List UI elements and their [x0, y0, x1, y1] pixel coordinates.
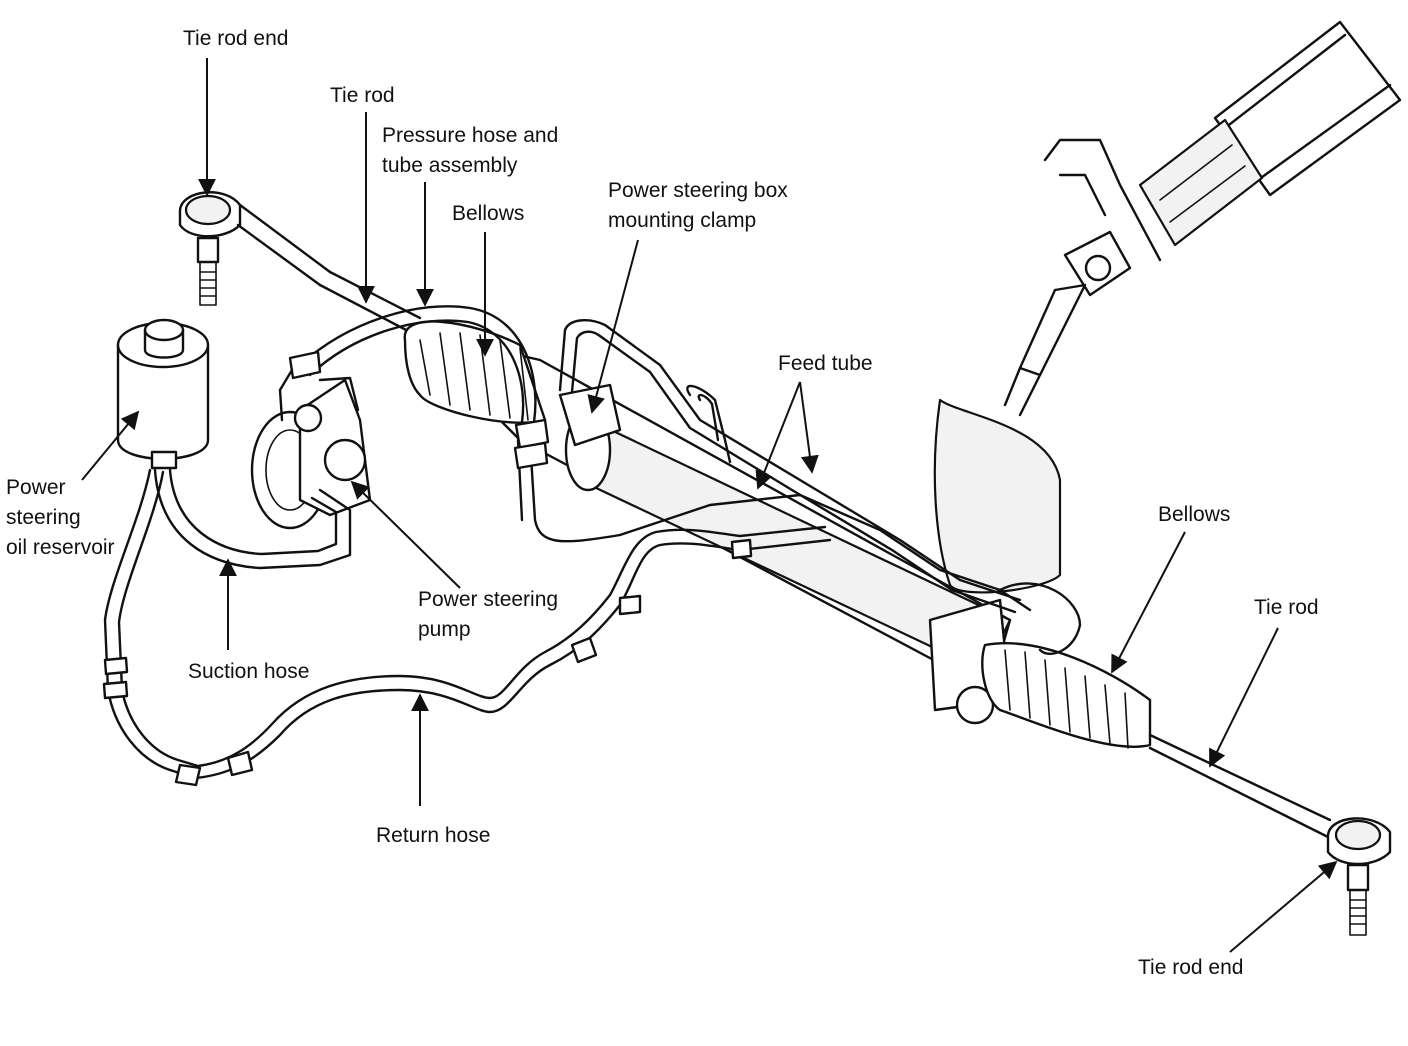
- label-pump-line2: pump: [418, 618, 471, 641]
- leader-pump: [350, 480, 461, 589]
- label-mounting-clamp-line2: mounting clamp: [608, 209, 756, 232]
- label-reservoir-line3: oil reservoir: [6, 536, 115, 559]
- leader-tie-rod-end-right: [1229, 860, 1338, 953]
- leader-bellows-right: [1111, 531, 1186, 674]
- leader-tie-rod-right: [1209, 627, 1279, 768]
- label-return-hose: Return hose: [376, 824, 490, 847]
- leader-reservoir: [81, 410, 140, 481]
- leader-mounting-clamp: [587, 239, 639, 414]
- bellows-right-part: [981, 642, 1152, 749]
- steering-column: [1003, 20, 1402, 417]
- rack-housing: [408, 328, 1062, 725]
- suction-hose-part: [153, 468, 352, 570]
- label-pump-line1: Power steering: [418, 588, 558, 611]
- label-pressure-hose-line1: Pressure hose and: [382, 124, 558, 147]
- tie-rod-end-left-part: [178, 191, 332, 306]
- label-tie-rod-right: Tie rod: [1254, 596, 1319, 619]
- tie-rod-right-part: [1148, 733, 1332, 840]
- return-hose-part: [102, 468, 832, 787]
- label-bellows-right: Bellows: [1158, 503, 1230, 526]
- label-bellows-left: Bellows: [452, 202, 524, 225]
- label-tie-rod-end-right: Tie rod end: [1138, 956, 1243, 979]
- label-suction-hose: Suction hose: [188, 660, 309, 683]
- label-pressure-hose-line2: tube assembly: [382, 154, 518, 177]
- label-feed-tube: Feed tube: [778, 352, 873, 375]
- label-tie-rod-left: Tie rod: [330, 84, 395, 107]
- label-tie-rod-end-left: Tie rod end: [183, 27, 288, 50]
- power-steering-pump-part: [250, 376, 372, 530]
- oil-reservoir-part: [116, 318, 210, 470]
- label-reservoir-line2: steering: [6, 506, 81, 529]
- tie-rod-end-right-part: [1326, 817, 1392, 936]
- leader-feed-tube-b: [799, 381, 819, 474]
- feed-tube-part: [558, 319, 1082, 655]
- label-reservoir-line1: Power: [6, 476, 66, 499]
- labels-layer: Tie rod end Tie rod Pressure hose and tu…: [6, 27, 1338, 979]
- leader-feed-tube-a: [755, 381, 801, 490]
- pressure-hose-part: [278, 305, 1032, 612]
- label-mounting-clamp-line1: Power steering box: [608, 179, 788, 202]
